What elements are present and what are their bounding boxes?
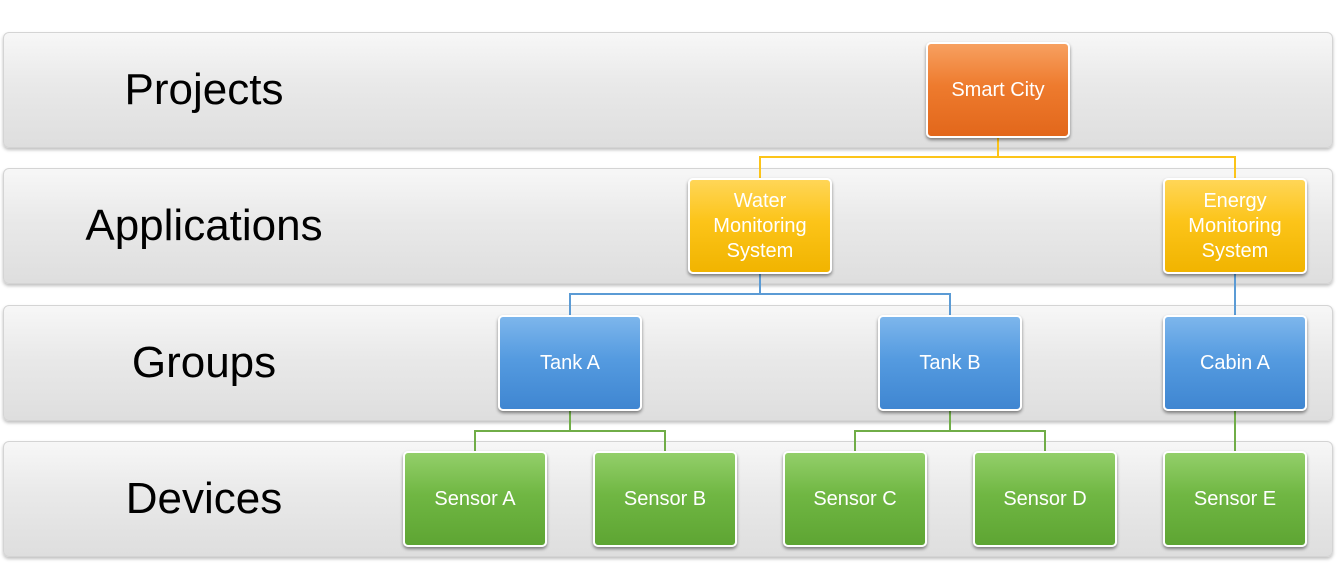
node-energy-monitoring-system: Energy Monitoring System <box>1163 178 1307 274</box>
node-sensor-c-label: Sensor C <box>813 487 897 510</box>
node-smart-city-label: Smart City <box>951 78 1045 101</box>
node-sensor-b-label: Sensor B <box>623 487 707 510</box>
node-energy-monitoring-system-label: Energy Monitoring System <box>1188 189 1282 262</box>
node-sensor-a: Sensor A <box>403 451 547 547</box>
node-sensor-e: Sensor E <box>1163 451 1307 547</box>
node-cabin-a: Cabin A <box>1163 315 1307 411</box>
node-tank-a: Tank A <box>498 315 642 411</box>
node-sensor-b: Sensor B <box>593 451 737 547</box>
applications-band: Applications <box>3 168 1333 284</box>
node-sensor-d-label: Sensor D <box>1003 487 1087 510</box>
node-smart-city: Smart City <box>926 42 1070 138</box>
projects-band: Projects <box>3 32 1333 148</box>
node-tank-b: Tank B <box>878 315 1022 411</box>
node-tank-a-label: Tank A <box>539 351 601 374</box>
node-tank-b-label: Tank B <box>919 351 981 374</box>
node-sensor-d: Sensor D <box>973 451 1117 547</box>
groups-band: Groups <box>3 305 1333 421</box>
projects-label: Projects <box>124 65 284 114</box>
node-sensor-a-label: Sensor A <box>434 487 516 510</box>
node-sensor-e-label: Sensor E <box>1193 487 1277 510</box>
node-cabin-a-label: Cabin A <box>1199 351 1271 374</box>
devices-label: Devices <box>125 474 283 523</box>
node-sensor-c: Sensor C <box>783 451 927 547</box>
node-water-monitoring-system: Water Monitoring System <box>688 178 832 274</box>
node-water-monitoring-system-label: Water Monitoring System <box>713 189 807 262</box>
groups-label: Groups <box>131 338 277 387</box>
applications-label: Applications <box>85 201 323 250</box>
